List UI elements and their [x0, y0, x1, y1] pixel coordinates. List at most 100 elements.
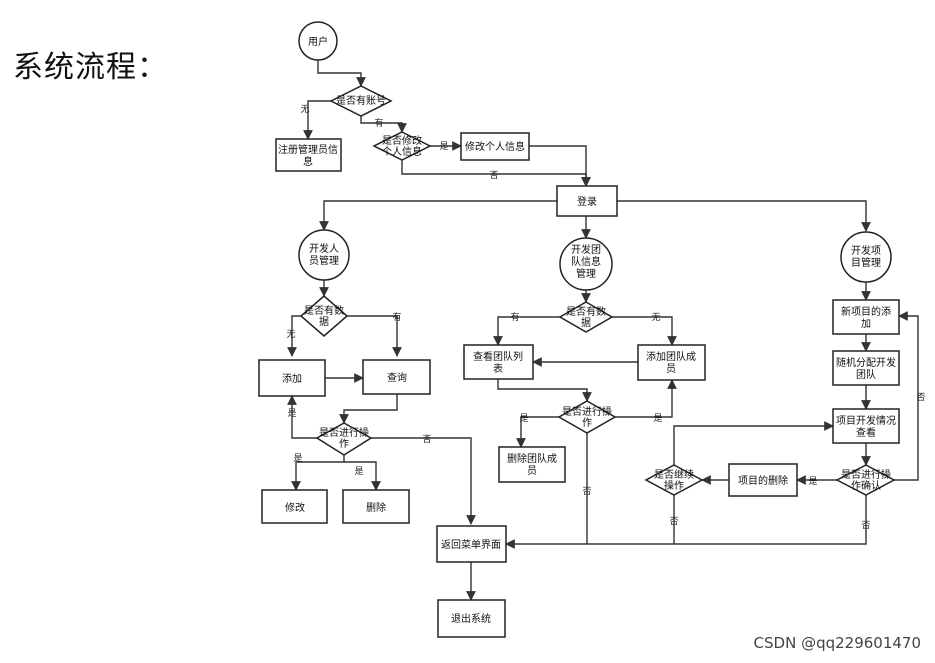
- edge-login-to-dev: [319, 200, 557, 231]
- edge-dev-opq-to-return: [371, 437, 476, 525]
- node-dev-add: 添加: [258, 359, 326, 397]
- node-dev-has-data: 是否有数 据: [299, 295, 349, 337]
- node-team-has-data-line2: 据: [581, 316, 591, 329]
- node-team-op-q-line1: 是否进行操: [562, 405, 612, 418]
- node-login: 登录: [556, 185, 618, 217]
- node-proj-op-q-line2: 作确认: [851, 479, 881, 492]
- label-dev-yes-modify: 是: [293, 453, 302, 464]
- node-proj-mgmt: 开发项 目管理: [840, 231, 892, 283]
- node-team-view-line1: 查看团队列: [473, 350, 523, 363]
- node-edit-personal-text: 修改个人信息: [465, 140, 525, 153]
- node-team-mgmt-line2: 队信息: [571, 255, 601, 268]
- node-proj-op-q: 是否进行操 作确认: [835, 464, 896, 496]
- label-proj-continue-no: 否: [669, 516, 678, 527]
- node-team-has-data: 是否有数 据: [558, 301, 614, 333]
- node-has-account-text: 是否有账号: [336, 94, 386, 107]
- node-proj-delete-text: 项目的删除: [738, 474, 788, 487]
- node-edit-personal: 修改个人信息: [460, 132, 530, 161]
- node-return-menu-text: 返回菜单界面: [441, 539, 501, 551]
- node-dev-has-data-line2: 据: [319, 315, 329, 328]
- node-dev-query: 查询: [362, 359, 431, 395]
- edge-labels: 无 有 是 否 无 有 是 是 是 否 有 无 是 是 否 否 是 否 否: [286, 104, 925, 531]
- edge-dev-opq-to-delete: [344, 461, 381, 491]
- label-team-none: 无: [651, 312, 660, 323]
- node-proj-assign: 随机分配开发 团队: [832, 350, 900, 386]
- label-dev-yes-add: 是: [287, 408, 296, 419]
- node-dev-delete: 删除: [342, 489, 410, 524]
- edge-proj-opq-to-add: [894, 311, 919, 481]
- node-team-add-member: 添加团队成 员: [637, 344, 706, 381]
- node-team-view-line2: 表: [493, 362, 503, 375]
- label-dev-none: 无: [286, 329, 295, 340]
- node-proj-continue-q-line2: 操作: [664, 479, 684, 492]
- node-team-op-q-line2: 作: [582, 417, 592, 429]
- label-proj-no-back: 否: [916, 392, 925, 403]
- csdn-watermark: CSDN @qq229601470: [753, 634, 921, 652]
- node-team-op-q: 是否进行操 作: [557, 400, 617, 434]
- node-team-add-member-line2: 员: [666, 363, 676, 375]
- label-has-account: 有: [374, 117, 383, 129]
- node-dev-op-q: 是否进行操 作: [315, 422, 373, 456]
- node-team-mgmt: 开发团 队信息 管理: [559, 237, 613, 291]
- label-edit-no: 否: [489, 170, 498, 181]
- node-dev-mgmt-line2: 员管理: [309, 254, 339, 267]
- node-register: 注册管理员信 息: [275, 138, 342, 172]
- edge-user-to-account: [317, 59, 366, 87]
- node-proj-mgmt-line1: 开发项: [851, 244, 881, 257]
- edge-login-to-proj: [617, 200, 871, 232]
- node-team-mgmt-line3: 管理: [576, 267, 596, 280]
- edge-dev-query-to-opq: [339, 394, 398, 424]
- node-proj-assign-line2: 团队: [856, 368, 876, 381]
- node-proj-add-line2: 加: [861, 318, 871, 330]
- node-dev-modify-text: 修改: [285, 501, 305, 514]
- edge-dev-opq-to-modify: [291, 455, 345, 491]
- node-proj-view-line2: 查看: [856, 426, 876, 439]
- node-proj-add: 新项目的添 加: [832, 299, 900, 335]
- node-dev-add-text: 添加: [282, 372, 302, 385]
- node-exit: 退出系统: [437, 599, 506, 638]
- label-dev-yes-delete: 是: [354, 466, 363, 477]
- node-proj-op-q-line1: 是否进行操: [841, 468, 891, 481]
- node-dev-op-q-line1: 是否进行操: [319, 426, 369, 439]
- node-team-delete-member-line2: 员: [527, 465, 537, 477]
- node-team-add-member-line1: 添加团队成: [646, 350, 696, 363]
- label-dev-no: 否: [422, 434, 431, 445]
- node-team-mgmt-line1: 开发团: [571, 243, 601, 256]
- node-dev-delete-text: 删除: [366, 501, 386, 514]
- node-exit-text: 退出系统: [451, 612, 491, 625]
- node-dev-mgmt: 开发人 员管理: [298, 229, 350, 281]
- node-user-text: 用户: [308, 35, 328, 48]
- flow-edges: [287, 59, 919, 601]
- node-proj-assign-line1: 随机分配开发: [836, 356, 896, 369]
- node-proj-continue-q: 是否继续 操作: [644, 464, 704, 496]
- edge-team-view-to-opq: [497, 379, 592, 402]
- edge-account-to-editq: [360, 116, 407, 133]
- node-dev-query-text: 查询: [387, 371, 407, 384]
- node-team-delete-member-line1: 删除团队成: [507, 452, 557, 465]
- node-register-line2: 息: [303, 155, 313, 168]
- node-proj-continue-q-line1: 是否继续: [654, 468, 694, 481]
- edge-dev-hasdata-to-query: [347, 315, 402, 357]
- node-team-view: 查看团队列 表: [463, 344, 534, 380]
- node-edit-personal-q-line1: 是否修改: [382, 134, 422, 147]
- page-title: 系统流程：: [13, 50, 168, 85]
- label-team-yes-delete: 是: [519, 413, 528, 424]
- label-team-no: 否: [582, 486, 591, 497]
- node-return-menu: 返回菜单界面: [436, 525, 507, 563]
- node-proj-view: 项目开发情况 查看: [832, 408, 900, 444]
- label-proj-no-return: 否: [861, 520, 870, 531]
- label-no-account: 无: [300, 104, 309, 115]
- edge-proj-opq-to-return: [505, 495, 867, 549]
- edge-account-to-register: [303, 100, 331, 140]
- node-dev-modify: 修改: [261, 489, 328, 524]
- node-proj-view-line1: 项目开发情况: [836, 414, 896, 427]
- edge-edit-to-login: [529, 145, 591, 187]
- label-edit-yes: 是: [439, 141, 448, 152]
- node-edit-personal-q-line2: 个人信息: [382, 145, 422, 158]
- label-team-have: 有: [510, 311, 519, 323]
- node-user: 用户: [298, 21, 338, 61]
- edge-dev-hasdata-to-add: [287, 315, 301, 357]
- node-edit-personal-q: 是否修改 个人信息: [372, 131, 432, 161]
- label-proj-yes-delete: 是: [808, 476, 817, 487]
